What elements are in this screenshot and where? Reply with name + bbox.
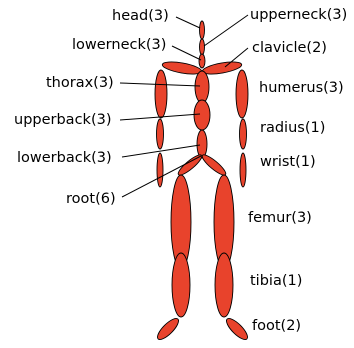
- right-foot-segment: [224, 316, 251, 343]
- upperneck-leader: [204, 15, 248, 46]
- left-foot-segment: [155, 316, 182, 343]
- label-head: head(3): [112, 8, 169, 24]
- label-foot: foot(2): [252, 318, 301, 334]
- label-wrist: wrist(1): [260, 154, 316, 170]
- label-femur: femur(3): [248, 210, 312, 226]
- right-humerus-segment: [236, 70, 248, 118]
- right-wrist-segment: [240, 153, 246, 187]
- left-radius-segment: [157, 119, 164, 149]
- label-lowerneck: lowerneck(3): [72, 37, 166, 53]
- lowerneck-segment: [199, 54, 205, 68]
- label-thorax: thorax(3): [46, 75, 114, 91]
- body-figure: [155, 21, 251, 342]
- upperneck-segment: [200, 39, 205, 55]
- label-upperback: upperback(3): [14, 112, 111, 128]
- right-hip-segment: [200, 152, 228, 177]
- label-humerus: humerus(3): [259, 80, 344, 96]
- left-clavicle-segment: [161, 60, 202, 77]
- head-leader: [176, 17, 200, 28]
- lowerneck-leader: [172, 46, 201, 60]
- label-lowerback: lowerback(3): [17, 150, 112, 166]
- lowerback-segment: [197, 130, 207, 158]
- left-wrist-segment: [157, 153, 163, 187]
- left-tibia-segment: [172, 253, 190, 317]
- right-clavicle-segment: [201, 60, 242, 77]
- right-radius-segment: [240, 119, 247, 149]
- label-radius: radius(1): [260, 120, 325, 136]
- label-upperneck: upperneck(3): [250, 7, 347, 23]
- thorax-segment: [195, 71, 209, 103]
- left-humerus-segment: [155, 70, 167, 118]
- right-tibia-segment: [215, 253, 233, 317]
- label-root: root(6): [66, 191, 116, 207]
- head-segment: [200, 21, 205, 39]
- label-clavicle: clavicle(2): [252, 40, 327, 56]
- upperback-segment: [194, 100, 210, 130]
- label-tibia: tibia(1): [250, 273, 302, 289]
